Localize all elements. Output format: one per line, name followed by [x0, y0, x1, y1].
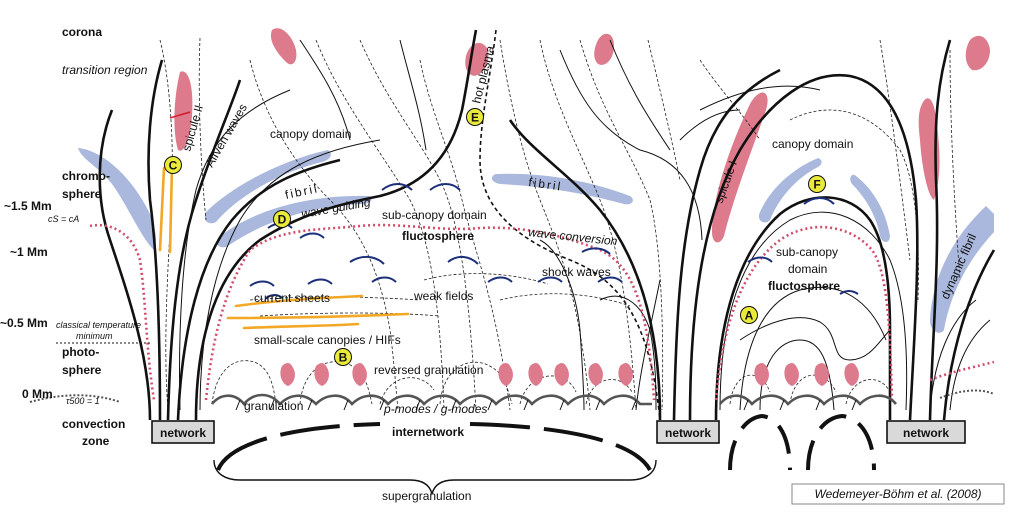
thick-line-right-arch	[688, 73, 919, 421]
label-internetwork: internetwork	[392, 425, 464, 439]
label-small-scale: small-scale canopies / HIFs	[254, 333, 401, 347]
thick-line-left-outer	[98, 109, 152, 421]
credit-text: Wedemeyer-Böhm et al. (2008)	[815, 487, 982, 501]
shock-wave-arcs	[249, 183, 859, 299]
label-tau: τ500 = 1	[66, 396, 100, 406]
current-sheets	[158, 164, 410, 330]
granule-arrows	[235, 399, 857, 411]
thick-line-left-c	[176, 158, 341, 421]
marker-c	[164, 156, 182, 174]
spicule-top-mid	[594, 33, 614, 65]
thick-line-left-a	[147, 59, 164, 421]
label-photosphere-2: sphere	[62, 363, 102, 377]
thick-line-left-b	[166, 79, 242, 421]
convection-cells	[216, 413, 876, 472]
label-classical-temp-1: classical temperature	[56, 320, 141, 330]
label-pg-modes: p-modes / g-modes	[383, 402, 487, 416]
marker-b-label: B	[339, 351, 348, 365]
hot-plasma-line	[479, 29, 661, 421]
network-label-left: network	[160, 426, 206, 440]
label-alfven-waves: Alfvén waves	[202, 101, 249, 169]
thick-field-lines	[98, 29, 996, 421]
credit-box	[791, 483, 1005, 505]
label-photosphere-1: photo-	[62, 345, 99, 359]
marker-e	[466, 108, 484, 126]
label-sub-canopy-right-2: domain	[788, 262, 827, 276]
label-cs-ca: cS = cA	[48, 214, 79, 224]
label-shock-waves: shock waves	[542, 265, 611, 279]
marker-a	[740, 306, 758, 324]
markers: A B C D E F	[164, 108, 826, 366]
label-fluctosphere-left: fluctosphere	[402, 229, 474, 243]
marker-f-label: F	[813, 178, 820, 192]
label-granulation: granulation	[244, 399, 303, 413]
label-current-sheets: current sheets	[254, 291, 330, 305]
network-label-mid: network	[665, 426, 711, 440]
label-reversed-granulation: reversed granulation	[374, 363, 483, 377]
supergranulation-brace	[213, 459, 657, 495]
label-convection-2: zone	[82, 434, 110, 448]
thick-line-wave-guiding	[194, 29, 478, 421]
fibril-right-b	[850, 174, 890, 242]
label-transition-region: transition region	[62, 63, 148, 77]
fibril-shapes	[78, 148, 994, 333]
spicule-i-shape	[712, 92, 768, 243]
spicule-top-left	[270, 28, 297, 65]
cs-ca-layer	[89, 223, 995, 401]
fibril-right-a	[758, 158, 822, 223]
label-weak-fields: weak fields	[413, 289, 473, 303]
label-fibril-mid: fibril	[528, 175, 564, 194]
marker-c-label: C	[169, 159, 178, 173]
network-label-right: network	[903, 426, 949, 440]
marker-f	[808, 175, 826, 193]
label-height-0: 0 Mm	[22, 387, 53, 401]
label-height-0-5: ~0.5 Mm	[0, 316, 48, 330]
spicule-ii-shape	[174, 71, 193, 151]
label-canopy-right: canopy domain	[772, 137, 853, 151]
thick-line-far-right	[928, 39, 952, 421]
label-height-1-5: ~1.5 Mm	[4, 199, 52, 213]
label-supergranulation: supergranulation	[382, 489, 471, 503]
network-boxes: network network network	[151, 420, 966, 444]
label-fibril-left: fibril	[284, 181, 320, 202]
label-sub-canopy-right-1: sub-canopy	[776, 245, 838, 259]
spicule-far-right	[965, 35, 990, 71]
network-box-right	[886, 420, 966, 444]
granulation-row	[29, 389, 995, 407]
marker-d-label: D	[278, 213, 287, 227]
fibril-dynamic	[930, 206, 994, 333]
thin-field-lines	[179, 39, 991, 411]
label-canopy-left: canopy domain	[270, 127, 351, 141]
label-fluctosphere-right: fluctosphere	[768, 279, 840, 293]
label-chromosphere-1: chromo-	[62, 169, 110, 183]
label-classical-temp-2: minimum	[76, 331, 113, 341]
marker-d	[273, 210, 291, 228]
label-height-1: ~1 Mm	[10, 245, 48, 259]
thick-line-mid-a	[508, 119, 662, 421]
left-labels: corona transition region chromo- sphere …	[0, 25, 150, 448]
label-convection-1: convection	[62, 417, 125, 431]
marker-b	[334, 348, 352, 366]
label-wave-conversion: wave conversion	[528, 225, 619, 248]
label-chromosphere-2: sphere	[62, 187, 102, 201]
thick-line-mid-b	[672, 68, 781, 421]
marker-a-label: A	[745, 309, 754, 323]
fibril-mid	[491, 173, 633, 205]
network-box-left	[151, 420, 215, 444]
spicule-ii-mark	[169, 111, 191, 119]
fibril-upper-left	[204, 150, 331, 224]
fibril-left-outer	[78, 148, 156, 250]
label-corona: corona	[62, 25, 102, 39]
network-box-mid	[656, 420, 720, 444]
reversed-granulation-drops	[280, 363, 859, 386]
spicule-right-top	[918, 98, 940, 200]
marker-e-label: E	[471, 111, 479, 125]
thick-line-far-right-b	[942, 249, 996, 421]
label-sub-canopy-left: sub-canopy domain	[382, 208, 487, 222]
